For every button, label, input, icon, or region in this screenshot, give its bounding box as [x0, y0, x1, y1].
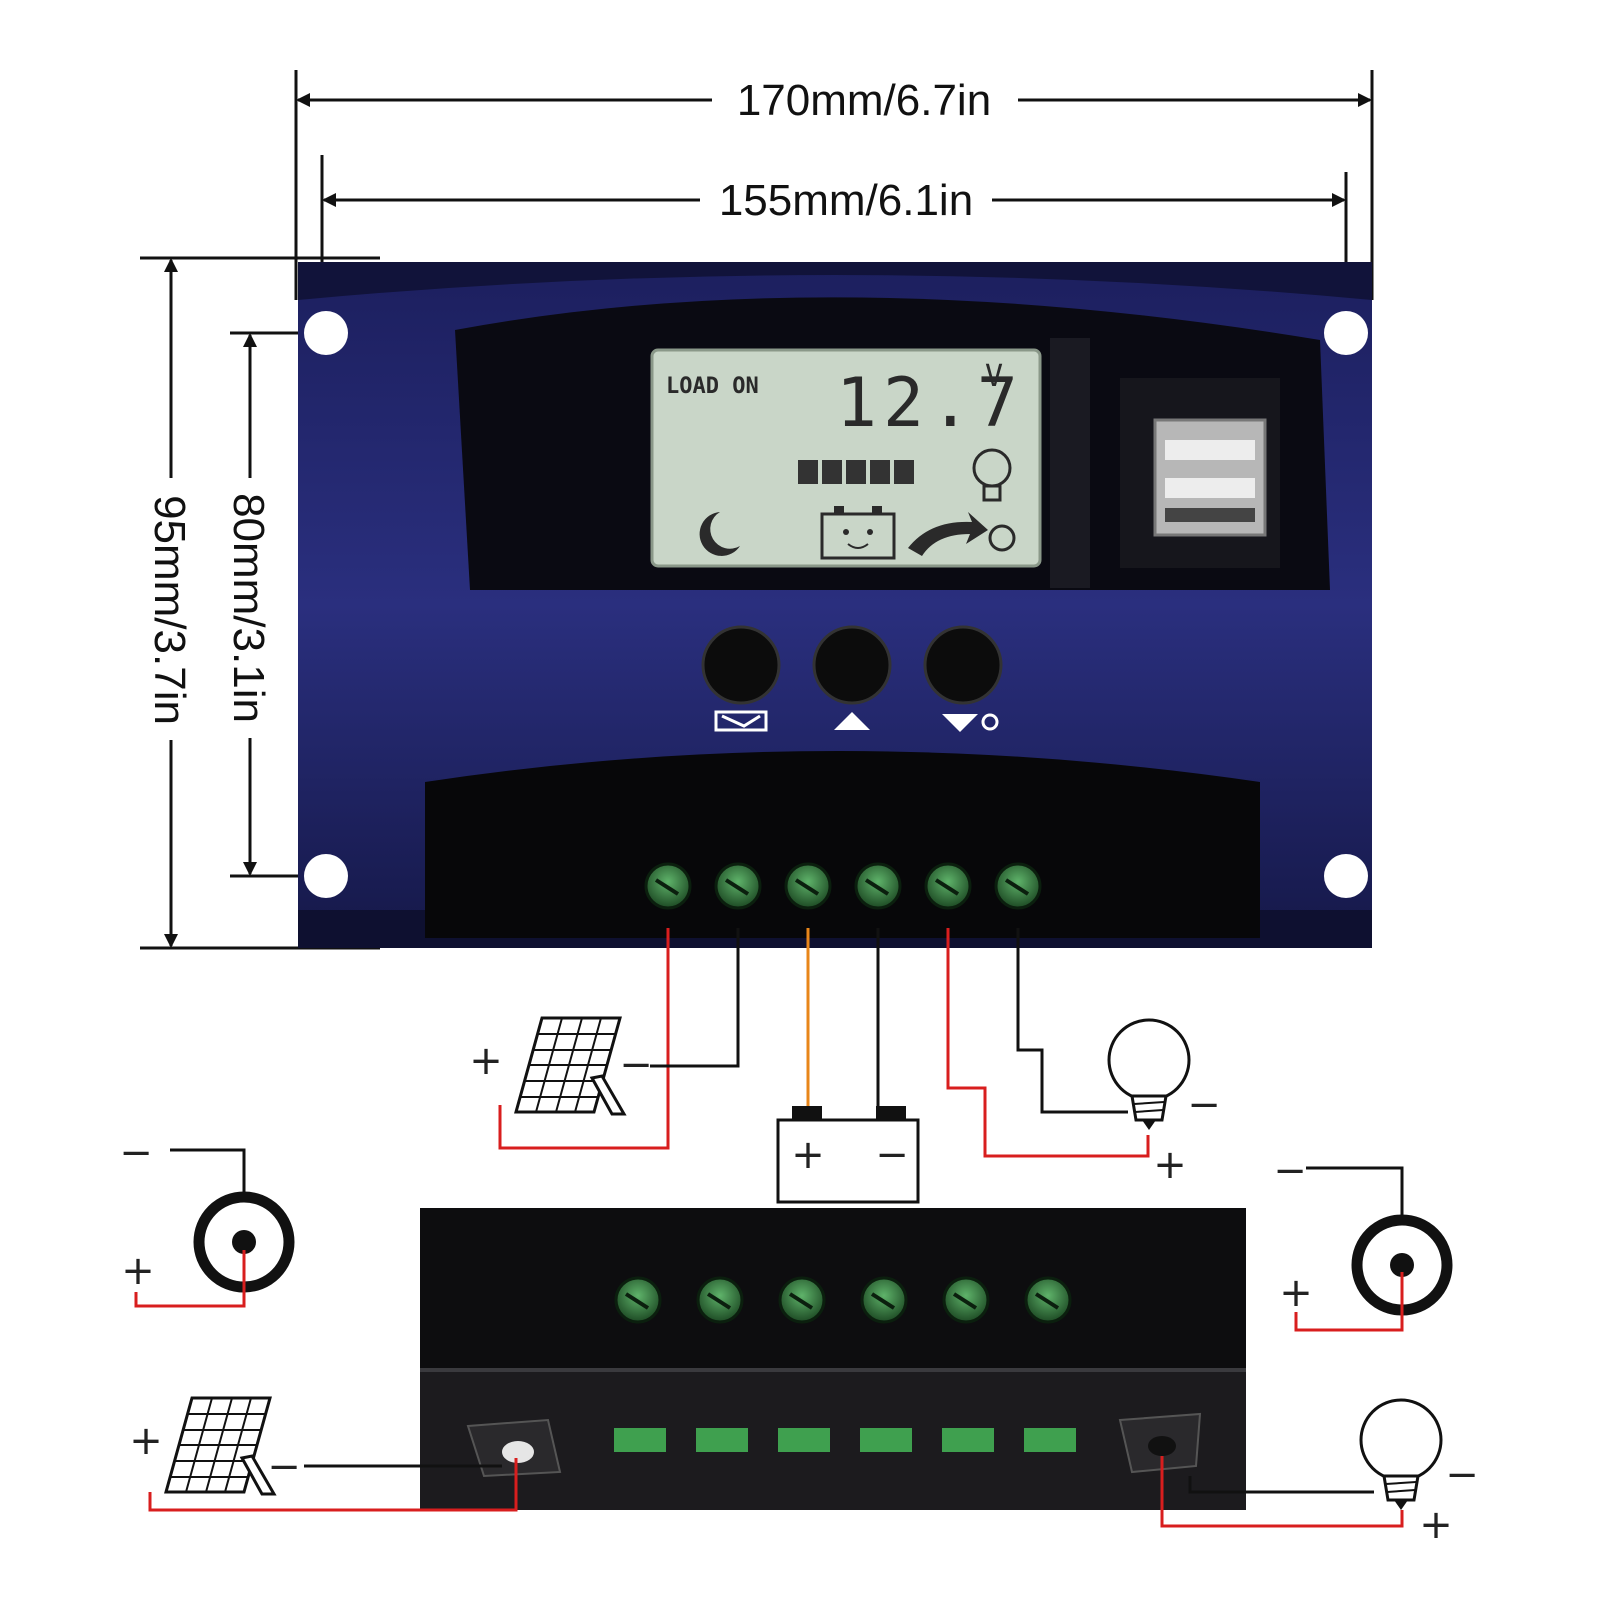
load-arrow-icon — [908, 512, 988, 556]
terminal-screw[interactable] — [614, 1276, 662, 1324]
lcd-voltage-reading: 12.7 — [836, 364, 1024, 443]
terminal-screw[interactable] — [994, 862, 1042, 910]
panel-plus-sign: + — [469, 1038, 503, 1084]
menu-button[interactable] — [701, 625, 781, 705]
inner-height-label: 80mm/3.1in — [224, 493, 273, 723]
bottom-wiring: − + − + + − − + — [119, 1130, 1479, 1548]
left-jack-plus-sign: + — [121, 1248, 155, 1294]
right-jack-minus-sign: − — [1273, 1148, 1307, 1194]
battery-icon — [776, 1106, 920, 1204]
battery-level-bars — [798, 460, 914, 484]
timer-icon — [988, 524, 1016, 552]
width-dimension-155: 155mm/6.1in — [320, 155, 1348, 310]
lcd-unit: V — [985, 359, 1003, 394]
height-dimension-95: 95mm/3.7in — [140, 256, 380, 950]
terminal-screw[interactable] — [942, 1276, 990, 1324]
inner-width-label: 155mm/6.1in — [719, 176, 973, 225]
dc-input-socket[interactable] — [466, 1418, 562, 1478]
bottom-bulb-minus-sign: − — [1445, 1452, 1479, 1498]
mounting-hole — [304, 854, 348, 898]
left-jack-minus-sign: − — [119, 1130, 153, 1176]
battery-icon — [820, 506, 896, 560]
mounting-hole — [1324, 854, 1368, 898]
controller-bottom-view — [420, 1208, 1246, 1510]
bottom-bulb-plus-sign: + — [1419, 1502, 1453, 1548]
terminal-screw[interactable] — [924, 862, 972, 910]
battery-plus-sign: + — [791, 1132, 825, 1178]
terminal-screw[interactable] — [644, 862, 692, 910]
controller-front-view: LOAD ON 12.7 V — [298, 262, 1372, 948]
bulb-minus-sign: − — [1187, 1082, 1221, 1128]
terminal-screw[interactable] — [714, 862, 762, 910]
terminal-screw[interactable] — [1024, 1276, 1072, 1324]
down-button-icon — [942, 713, 999, 732]
down-button[interactable] — [923, 625, 1003, 705]
terminal-screw[interactable] — [784, 862, 832, 910]
outer-height-label: 95mm/3.7in — [145, 495, 194, 725]
moon-icon — [699, 512, 740, 556]
terminal-screw[interactable] — [860, 1276, 908, 1324]
front-wiring: + − + − − + — [469, 928, 1221, 1204]
right-jack-plus-sign: + — [1279, 1270, 1313, 1316]
wire-entry-slots — [614, 1428, 1076, 1452]
bottom-panel-minus-sign: − — [267, 1444, 301, 1490]
menu-button-icon — [714, 710, 768, 732]
terminal-screw[interactable] — [696, 1276, 744, 1324]
panel-minus-sign: − — [619, 1042, 653, 1088]
bottom-panel-plus-sign: + — [129, 1418, 163, 1464]
battery-minus-sign: − — [875, 1132, 909, 1178]
solar-panel-icon — [164, 1396, 276, 1496]
terminal-screw[interactable] — [778, 1276, 826, 1324]
bulb-icon — [972, 448, 1012, 502]
terminal-cover — [425, 751, 1260, 938]
bulb-plus-sign: + — [1153, 1142, 1187, 1188]
solar-panel-icon — [514, 1016, 626, 1116]
lcd-status-text: LOAD ON — [666, 374, 759, 399]
mounting-hole — [1324, 311, 1368, 355]
lcd-screen: LOAD ON 12.7 V — [650, 348, 1042, 568]
dc-output-socket[interactable] — [1118, 1412, 1202, 1474]
width-dimension-170: 170mm/6.7in — [294, 70, 1374, 300]
up-button-icon — [834, 712, 870, 730]
outer-width-label: 170mm/6.7in — [737, 76, 991, 125]
terminal-screw[interactable] — [854, 862, 902, 910]
up-button[interactable] — [812, 625, 892, 705]
usb-port-icon[interactable] — [1120, 378, 1280, 568]
mounting-hole — [304, 311, 348, 355]
